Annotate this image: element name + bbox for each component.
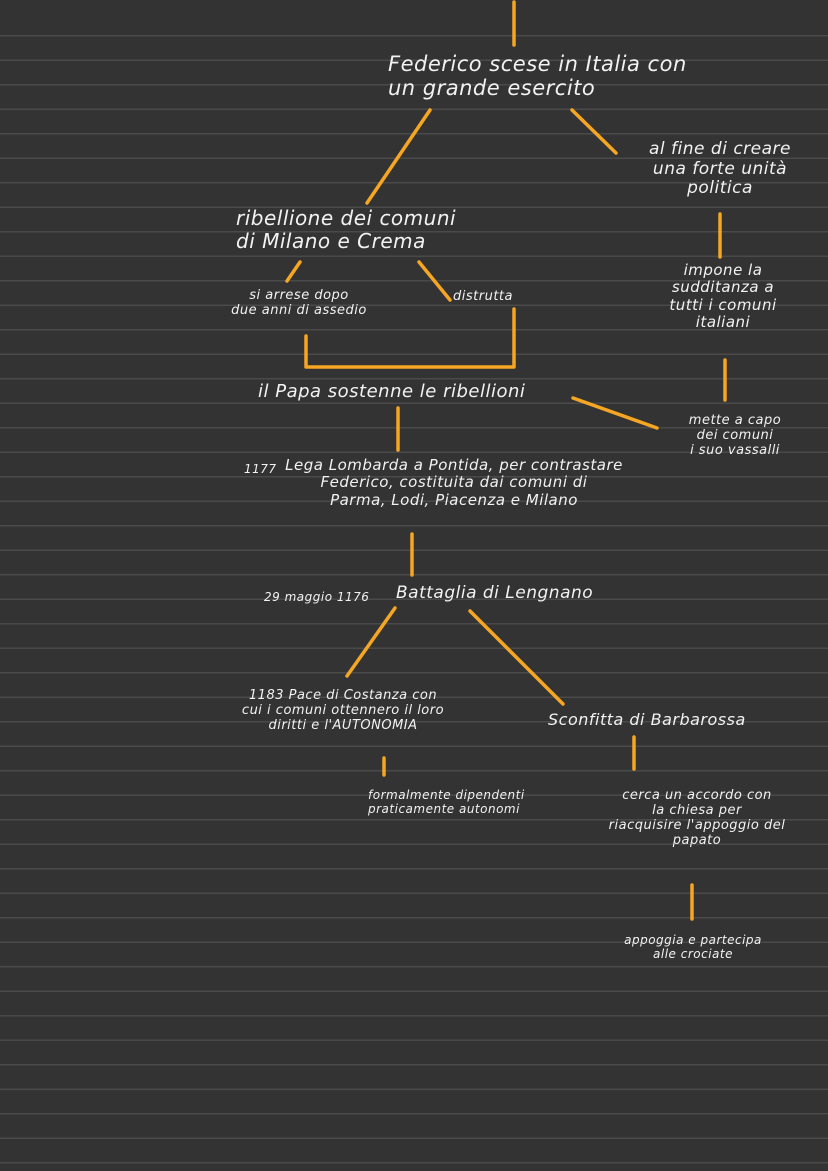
connector-bracket [304, 307, 516, 369]
node-lega: Lega Lombarda a Pontida, per contrastare… [285, 456, 623, 509]
node-papa: il Papa sostenne le ribellioni [258, 381, 526, 402]
node-battaglia: Battaglia di Lengnano [396, 583, 594, 603]
node-si-arrese: si arrese dopo due anni di assedio [231, 288, 367, 318]
node-formalmente: formalmente dipendenti praticamente auto… [368, 788, 525, 816]
node-ribellione: ribellione dei comuni di Milano e Crema [236, 206, 457, 253]
connector-federico-alfine [570, 108, 618, 155]
node-sconfitta: Sconfitta di Barbarossa [548, 710, 746, 729]
connector-ribellione-distrutta [417, 260, 452, 302]
node-battaglia-date: 29 maggio 1176 [264, 590, 370, 604]
connector-federico-ribellione [365, 108, 432, 205]
node-lega-date: 1177 [244, 462, 277, 476]
node-distrutta: distrutta [453, 289, 513, 304]
connector-ribellione-siarrese [285, 260, 302, 283]
node-mette: mette a capo dei comuni i suo vassalli [688, 413, 782, 458]
node-cerca: cerca un accordo con la chiesa per riacq… [608, 788, 786, 848]
node-al-fine: al fine di creare una forte unità politi… [649, 139, 791, 199]
connector-battaglia-sconfitta [468, 609, 565, 706]
node-pace: 1183 Pace di Costanza con cui i comuni o… [241, 688, 445, 733]
node-appoggia: appoggia e partecipa alle crociate [624, 933, 762, 961]
node-federico: Federico scese in Italia con un grande e… [388, 52, 687, 101]
connector-papa-mette [571, 396, 659, 430]
connector-battaglia-pace [345, 606, 397, 678]
node-impone: impone la sudditanza a tutti i comuni it… [669, 261, 777, 331]
